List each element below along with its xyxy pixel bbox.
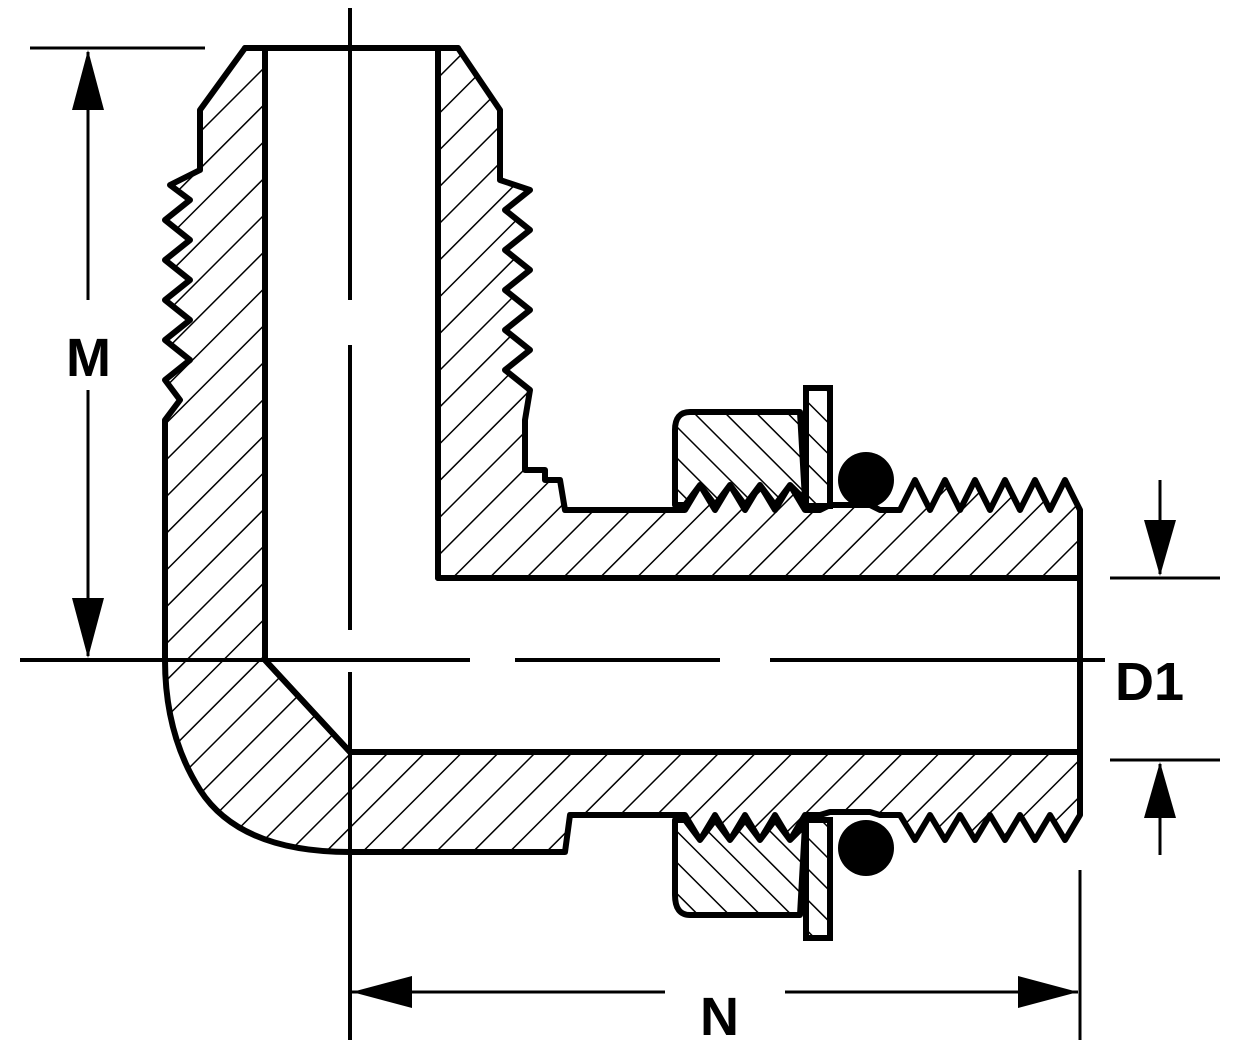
outer-wall-section: [162, 45, 1083, 855]
dimension-n-label: N: [700, 987, 739, 1047]
upper-lock-nut: [672, 409, 808, 508]
lower-o-ring: [838, 820, 894, 876]
dimension-m-label: M: [66, 328, 111, 388]
dimension-d1: [1110, 480, 1220, 855]
lower-washer: [803, 817, 833, 941]
upper-o-ring: [838, 452, 894, 508]
dimension-d1-label: D1: [1115, 652, 1184, 712]
upper-washer: [803, 385, 833, 509]
dimension-n: [352, 870, 1082, 1040]
dimension-m: [30, 46, 205, 658]
lower-lock-nut: [672, 817, 808, 918]
inner-wall-section: [435, 45, 1083, 581]
bore-channel: [262, 45, 1083, 755]
